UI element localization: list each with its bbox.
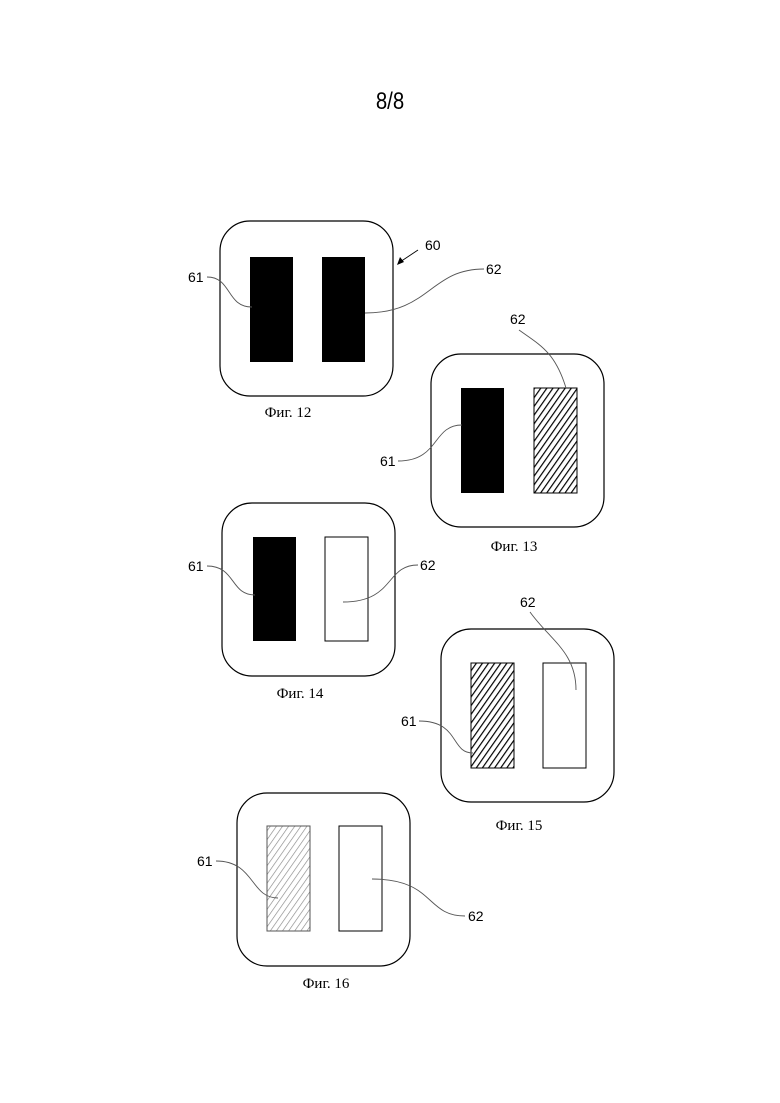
figure-16: 61 62 Фиг. 16 xyxy=(197,793,484,992)
element-61 xyxy=(250,257,293,362)
label-61: 61 xyxy=(188,269,204,285)
element-62-empty xyxy=(339,826,382,931)
figure-caption: Фиг. 16 xyxy=(303,976,350,992)
element-62-empty xyxy=(325,537,368,641)
label-62: 62 xyxy=(486,261,502,277)
figure-13: 61 62 Фиг. 13 xyxy=(380,311,604,555)
label-61: 61 xyxy=(401,713,417,729)
figure-caption: Фиг. 13 xyxy=(491,539,538,555)
element-62-hatched xyxy=(534,388,577,493)
label-62: 62 xyxy=(510,311,526,327)
label-61: 61 xyxy=(197,853,213,869)
label-62: 62 xyxy=(420,557,436,573)
arrow-head-60 xyxy=(397,257,404,265)
element-62 xyxy=(322,257,365,362)
arrow-shaft-60 xyxy=(400,250,418,262)
figure-caption: Фиг. 12 xyxy=(265,405,312,421)
label-61: 61 xyxy=(188,558,204,574)
element-61 xyxy=(461,388,504,493)
element-62-empty xyxy=(543,663,586,768)
label-61: 61 xyxy=(380,453,396,469)
label-62: 62 xyxy=(468,908,484,924)
element-frame-60 xyxy=(220,221,393,396)
element-frame xyxy=(222,503,395,676)
element-61-light-hatched xyxy=(267,826,310,931)
label-62: 62 xyxy=(520,594,536,610)
element-frame xyxy=(441,629,614,802)
element-frame xyxy=(431,354,604,527)
figure-caption: Фиг. 14 xyxy=(277,686,324,702)
label-60: 60 xyxy=(425,237,441,253)
figure-caption: Фиг. 15 xyxy=(496,818,543,834)
figure-14: 61 62 Фиг. 14 xyxy=(188,503,436,702)
element-61 xyxy=(253,537,296,641)
figure-15: 61 62 Фиг. 15 xyxy=(401,594,614,834)
element-61-hatched xyxy=(471,663,514,768)
